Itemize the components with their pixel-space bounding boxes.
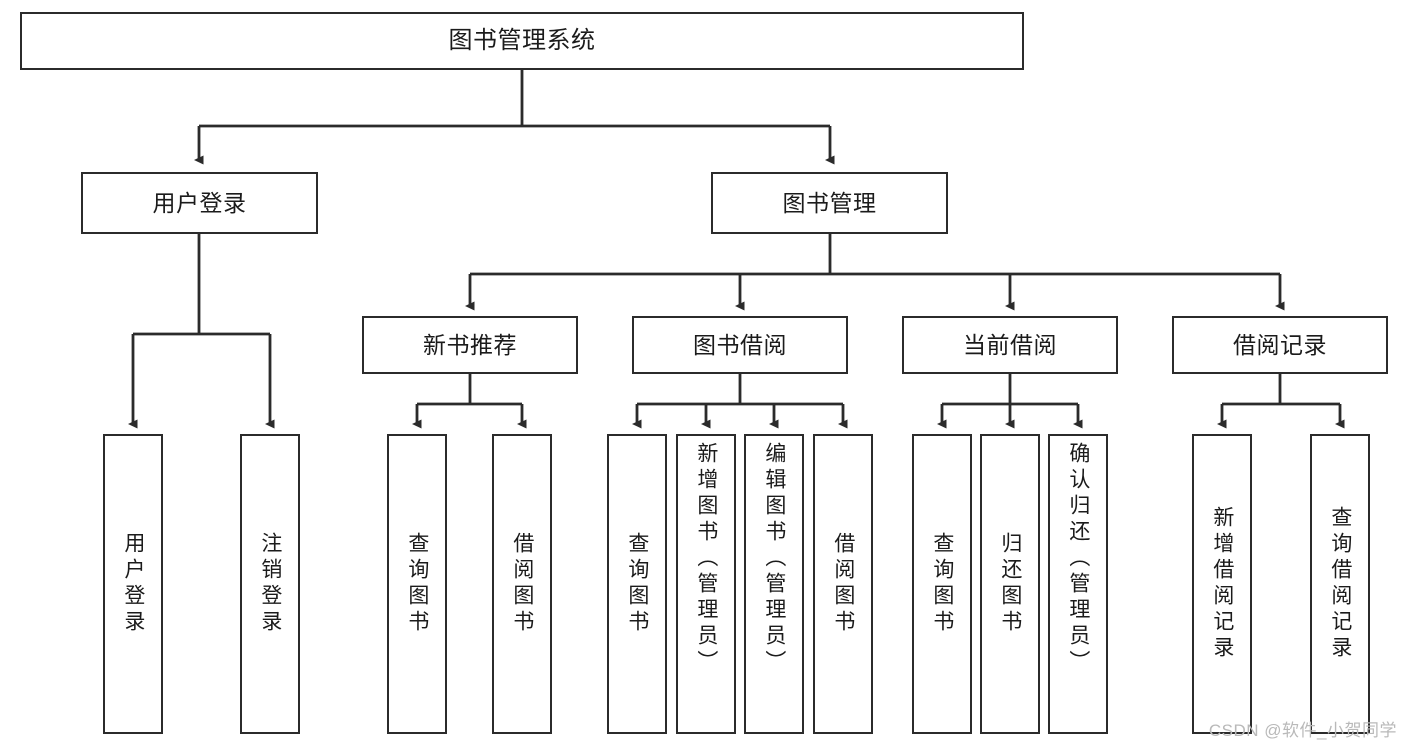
- leaf-book-borrow-edit-book-admin[interactable]: 编辑图书（管理员）: [744, 434, 804, 734]
- node-label: 新增图书（管理员）: [694, 442, 718, 676]
- node-label: 新书推荐: [423, 331, 517, 358]
- node-label: 确认归还（管理员）: [1066, 442, 1090, 676]
- leaf-borrow-record-add-record[interactable]: 新增借阅记录: [1192, 434, 1252, 734]
- node-label: 查询图书: [930, 532, 954, 636]
- leaf-user-login-logout[interactable]: 注销登录: [240, 434, 300, 734]
- node-label: 借阅图书: [510, 532, 534, 636]
- node-label: 借阅记录: [1233, 331, 1327, 358]
- node-label: 图书借阅: [693, 331, 787, 358]
- leaf-new-book-borrow-book[interactable]: 借阅图书: [492, 434, 552, 734]
- leaf-book-borrow-query-book[interactable]: 查询图书: [607, 434, 667, 734]
- leaf-book-borrow-add-book-admin[interactable]: 新增图书（管理员）: [676, 434, 736, 734]
- node-label: 编辑图书（管理员）: [762, 442, 786, 676]
- node-new-book-recommendation[interactable]: 新书推荐: [362, 316, 578, 374]
- leaf-new-book-query-book[interactable]: 查询图书: [387, 434, 447, 734]
- node-label: 图书管理: [782, 189, 877, 216]
- leaf-current-borrow-query-book[interactable]: 查询图书: [912, 434, 972, 734]
- node-label: 用户登录: [121, 532, 145, 636]
- node-label: 图书管理系统: [448, 27, 596, 55]
- node-user-login[interactable]: 用户登录: [81, 172, 318, 234]
- node-book-management[interactable]: 图书管理: [711, 172, 948, 234]
- node-label: 新增借阅记录: [1210, 506, 1234, 662]
- node-label: 当前借阅: [963, 331, 1057, 358]
- node-label: 用户登录: [152, 189, 247, 216]
- leaf-book-borrow-borrow-book[interactable]: 借阅图书: [813, 434, 873, 734]
- node-label: 注销登录: [258, 532, 282, 636]
- leaf-current-borrow-confirm-return-admin[interactable]: 确认归还（管理员）: [1048, 434, 1108, 734]
- node-label: 借阅图书: [831, 532, 855, 636]
- leaf-user-login-login[interactable]: 用户登录: [103, 434, 163, 734]
- node-book-borrow[interactable]: 图书借阅: [632, 316, 848, 374]
- node-borrow-record[interactable]: 借阅记录: [1172, 316, 1388, 374]
- node-root-book-management-system[interactable]: 图书管理系统: [20, 12, 1024, 70]
- node-label: 查询借阅记录: [1328, 506, 1352, 662]
- node-current-borrow[interactable]: 当前借阅: [902, 316, 1118, 374]
- node-label: 归还图书: [998, 532, 1022, 636]
- csdn-watermark: CSDN @软件_小贺同学: [1208, 721, 1397, 740]
- leaf-current-borrow-return-book[interactable]: 归还图书: [980, 434, 1040, 734]
- node-label: 查询图书: [625, 532, 649, 636]
- node-label: 查询图书: [405, 532, 429, 636]
- leaf-borrow-record-query-record[interactable]: 查询借阅记录: [1310, 434, 1370, 734]
